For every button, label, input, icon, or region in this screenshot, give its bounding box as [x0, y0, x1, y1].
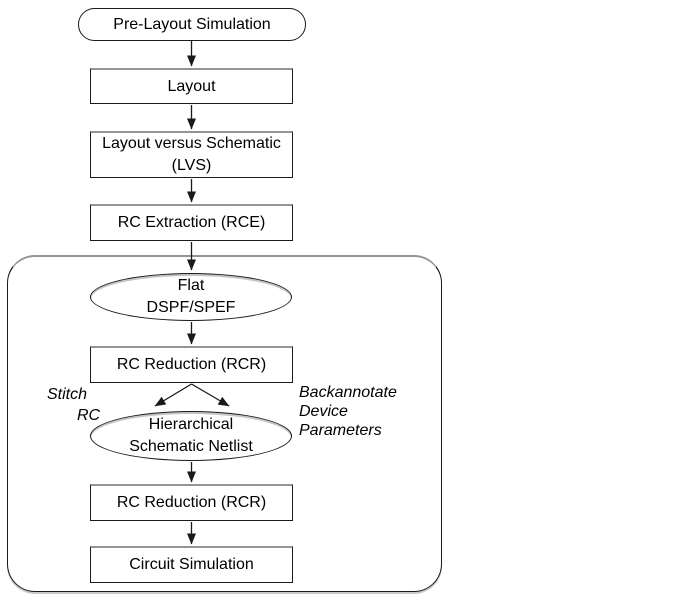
node-layout-versus-schematic: Layout versus Schematic (LVS) — [90, 131, 293, 178]
node-circuit-simulation-label: Circuit Simulation — [129, 556, 254, 573]
node-pre-layout-simulation-label: Pre-Layout Simulation — [113, 15, 271, 33]
node-rc-extraction: RC Extraction (RCE) — [90, 204, 293, 241]
node-rc-reduction-2-label: RC Reduction (RCR) — [116, 494, 267, 511]
edge-label-backannotate-line2: Device — [299, 403, 348, 420]
edge-label-stitch: Stitch — [47, 386, 88, 403]
node-rc-reduction-2: RC Reduction (RCR) — [90, 484, 293, 521]
edge-label-backannotate: Backannotate Device Parameters — [299, 383, 397, 440]
node-rc-extraction-label: RC Extraction (RCE) — [117, 214, 266, 231]
node-circuit-simulation: Circuit Simulation — [90, 546, 293, 583]
node-hierarchical-label-line2: Schematic Netlist — [129, 438, 253, 455]
edge-label-backannotate-line1: Backannotate — [299, 384, 397, 401]
node-flat-dspf-spef: Flat DSPF/SPEF — [90, 273, 292, 321]
node-lvs-label-line2: (LVS) — [171, 157, 212, 174]
node-hierarchical-schematic-netlist: Hierarchical Schematic Netlist — [90, 411, 292, 461]
node-rc-reduction-1: RC Reduction (RCR) — [90, 346, 293, 383]
node-pre-layout-simulation: Pre-Layout Simulation — [78, 8, 306, 41]
edge-label-stitch-rc: RC — [77, 407, 101, 424]
node-rc-reduction-1-label: RC Reduction (RCR) — [116, 356, 267, 373]
node-hierarchical-label-line1: Hierarchical — [148, 416, 234, 433]
node-layout-label: Layout — [167, 77, 216, 95]
node-layout: Layout — [90, 68, 293, 104]
node-flat-label-line1: Flat — [177, 277, 205, 294]
node-lvs-label-line1: Layout versus Schematic — [102, 135, 281, 152]
edge-label-backannotate-line3: Parameters — [299, 422, 382, 439]
node-flat-label-line2: DSPF/SPEF — [146, 299, 236, 316]
